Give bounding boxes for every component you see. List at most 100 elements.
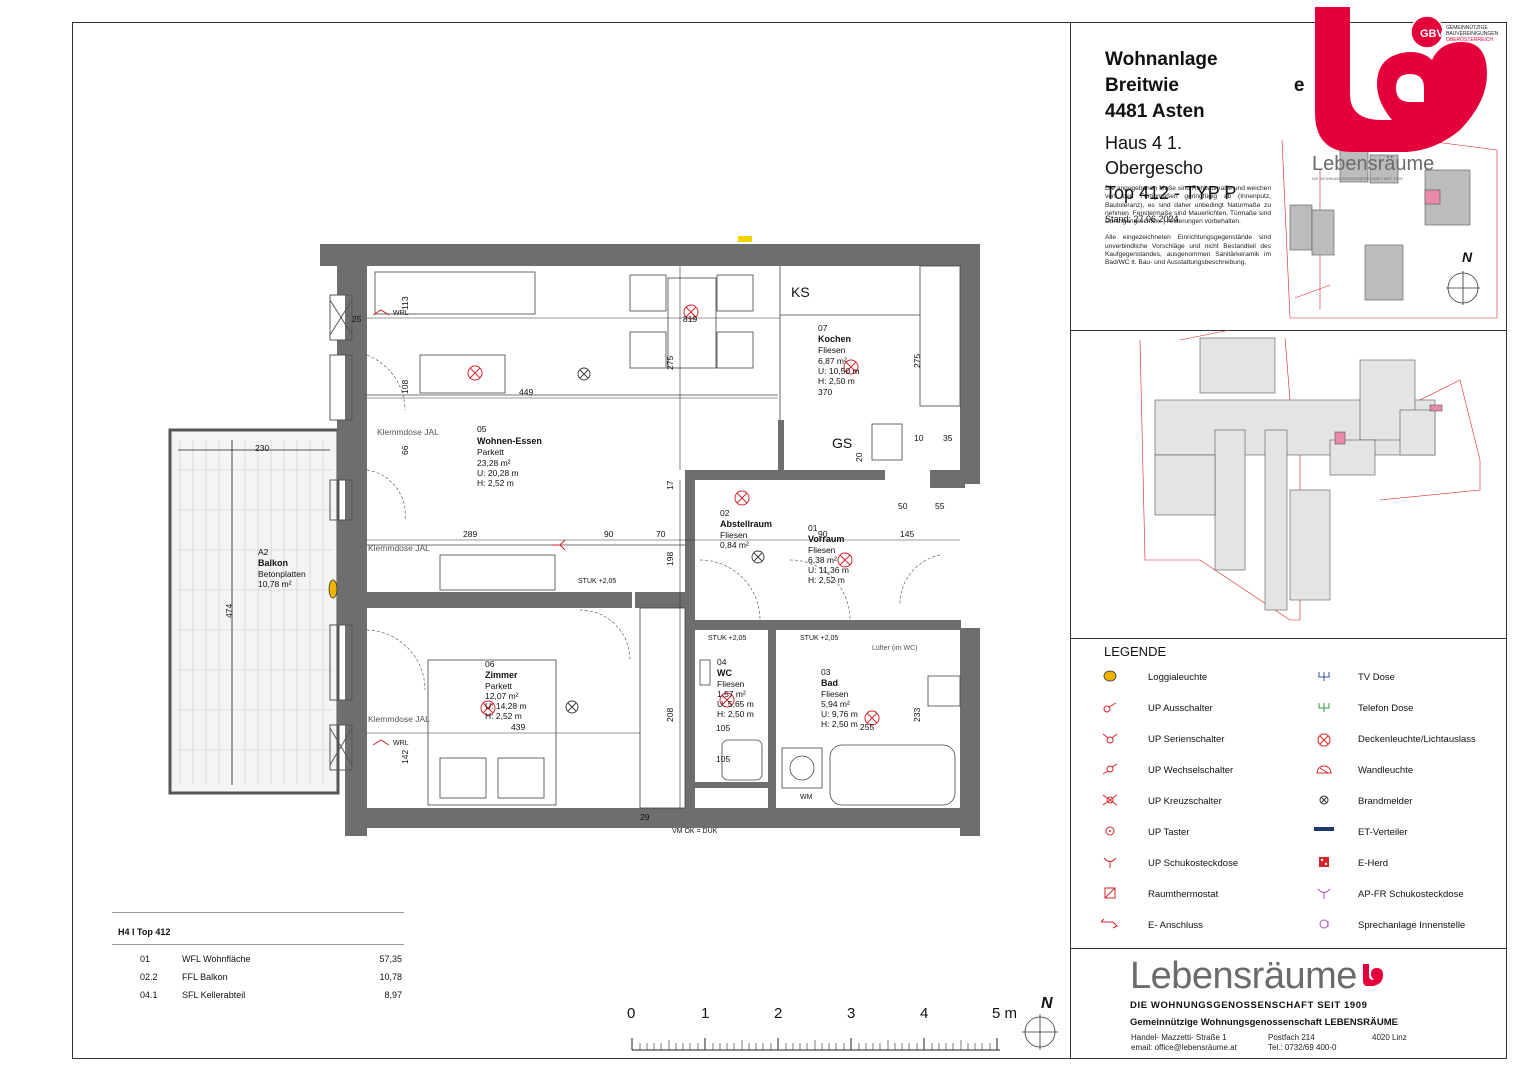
area-table-header: H4 I Top 412 bbox=[112, 912, 404, 945]
room-wohnen-floor: Parkett bbox=[477, 447, 505, 457]
room-kochen-area: 6,87 m² bbox=[818, 356, 847, 366]
dim-275a: 275 bbox=[665, 356, 675, 370]
room-zimmer-floor: Parkett bbox=[485, 681, 513, 691]
socket-icon bbox=[1098, 856, 1122, 870]
room-bad-floor: Fliesen bbox=[821, 689, 849, 699]
room-wohnen-num: 05 bbox=[477, 424, 487, 434]
dim-105b: 105 bbox=[716, 754, 730, 764]
label-klemmdose-2: Klemmdose JAL bbox=[368, 543, 430, 553]
lebensraeume-gbv-logo: GBV GEMEINNÜTZIGE BAUVEREINIGUNGEN OBERÖ… bbox=[1312, 7, 1499, 181]
dim-145: 145 bbox=[900, 529, 914, 539]
legend-raumthermostat: Raumthermostat bbox=[1098, 887, 1218, 901]
footer-city: 4020 Linz bbox=[1372, 1033, 1407, 1042]
brand-word-top: Lebensräume bbox=[1312, 153, 1434, 175]
room-balkon-num: A2 bbox=[258, 547, 269, 557]
legend-kreuzschalter: UP Kreuzschalter bbox=[1098, 794, 1222, 808]
room-wohnen-area: 23,28 m² bbox=[477, 458, 511, 468]
legend-label: UP Schukosteckdose bbox=[1148, 857, 1239, 869]
dim-233: 233 bbox=[912, 708, 922, 722]
room-bad-name: Bad bbox=[821, 678, 838, 688]
door-swings bbox=[366, 354, 941, 691]
room-bad-h: H: 2,50 m bbox=[821, 719, 858, 729]
two-way-switch-icon bbox=[1098, 763, 1122, 777]
room-wohnen-name: Wohnen-Essen bbox=[477, 436, 542, 446]
row-code: 04.1 bbox=[140, 990, 158, 1000]
gbv-org-line-3: OBERÖSTERREICH bbox=[1446, 36, 1493, 43]
legend-label: E-Herd bbox=[1358, 857, 1389, 869]
label-wrl-1: WRL bbox=[393, 310, 409, 317]
disclaimer-1: Die angegebenen Maße sind Rohbaumaße und… bbox=[1105, 185, 1271, 226]
tv-socket-icon bbox=[1312, 670, 1336, 684]
dim-90a: 90 bbox=[604, 529, 614, 539]
cross-switch-icon bbox=[1098, 794, 1122, 808]
project-city: 4481 Asten bbox=[1105, 101, 1205, 122]
brand-sub-top: DIE WOHNUNGSGENOSSENSCHAFT SEIT 1909 bbox=[1312, 176, 1403, 181]
room-balkon-name: Balkon bbox=[258, 558, 288, 568]
legend-label: Loggialeuchte bbox=[1148, 671, 1208, 683]
label-wm: WM bbox=[800, 794, 813, 801]
scale-tick-4: 4 bbox=[920, 1005, 928, 1022]
panel-divider-2 bbox=[1070, 638, 1507, 639]
dim-20: 20 bbox=[854, 452, 864, 462]
legend-loggialeuchte: Loggialeuchte bbox=[1098, 670, 1207, 684]
footer-brand-word: Lebensräume bbox=[1130, 955, 1357, 997]
key-plan bbox=[1139, 329, 1481, 621]
dim-255: 255 bbox=[860, 722, 874, 732]
dim-142: 142 bbox=[400, 750, 410, 764]
balcony-area bbox=[168, 428, 340, 795]
disclaimer-2: Alle eingezeichneten Einrichtungsgegenst… bbox=[1105, 234, 1271, 267]
footer-tel: Tel.: 0732/69 400-0 bbox=[1268, 1043, 1337, 1052]
footer-street: Handel- Mazzetti- Straße 1 bbox=[1131, 1033, 1227, 1042]
legend-label: UP Taster bbox=[1148, 826, 1190, 838]
brand-heart-icon bbox=[1362, 964, 1383, 986]
dim-474: 474 bbox=[224, 604, 234, 618]
scale-bar: 0 1 2 3 4 5 m N bbox=[627, 995, 1058, 1051]
dim-113: 113 bbox=[400, 296, 410, 310]
wall-light-icon bbox=[1312, 763, 1336, 777]
room-abstell-floor: Fliesen bbox=[720, 530, 748, 540]
footer-email: email: office@lebensräume.at bbox=[1131, 1043, 1237, 1052]
dim-370: 370 bbox=[818, 387, 832, 397]
legend-label: UP Ausschalter bbox=[1148, 702, 1213, 714]
dim-208: 208 bbox=[665, 708, 675, 722]
room-kochen-u: U: 10,50 m bbox=[818, 366, 860, 376]
dim-66: 66 bbox=[400, 445, 410, 455]
dim-70: 70 bbox=[656, 529, 666, 539]
distribution-board-icon bbox=[1312, 825, 1336, 839]
legend-label: Deckenleuchte/Lichtauslass bbox=[1358, 733, 1476, 745]
dim-108: 108 bbox=[400, 380, 410, 394]
footer-tagline: DIE WOHNUNGSGENOSSENSCHAFT SEIT 1909 bbox=[1130, 1000, 1368, 1011]
label-luefter: Lüfter (im WC) bbox=[872, 645, 918, 652]
gbv-org-line-2: BAUVEREINIGUNGEN bbox=[1446, 31, 1499, 37]
footer-postfach: Postfach 214 bbox=[1268, 1033, 1315, 1042]
project-name-part-1: Wohnanlage Breitwie bbox=[1105, 49, 1218, 96]
smoke-detector-icon bbox=[1312, 794, 1336, 808]
label-klemmdose-3: Klemmdose JAL bbox=[368, 714, 430, 724]
dim-10: 10 bbox=[914, 433, 924, 443]
legend-label: Raumthermostat bbox=[1148, 888, 1219, 900]
dim-35: 35 bbox=[943, 433, 953, 443]
row-code: 01 bbox=[140, 954, 151, 964]
row-code: 02.2 bbox=[140, 972, 158, 982]
thermostat-icon bbox=[1098, 887, 1122, 901]
site-compass-icon bbox=[1446, 271, 1480, 305]
smoke-detectors bbox=[565, 367, 765, 714]
row-label: SFL Kellerabteil bbox=[182, 990, 246, 1000]
dim-275b: 275 bbox=[912, 354, 922, 368]
legend-e-anschluss: E- Anschluss bbox=[1098, 918, 1203, 932]
plan-annotations: KS GS Klemmdose JAL Klemmdose JAL Klemmd… bbox=[224, 284, 953, 835]
outdoor-socket-icon bbox=[1312, 887, 1336, 901]
dim-449: 449 bbox=[519, 387, 533, 397]
room-balkon-floor: Betonplatten bbox=[258, 569, 306, 579]
room-wc-floor: Fliesen bbox=[717, 679, 745, 689]
legend-label: Telefon Dose bbox=[1358, 702, 1414, 714]
legend-telefon-dose: Telefon Dose bbox=[1312, 701, 1413, 715]
legend-label: TV Dose bbox=[1358, 671, 1395, 683]
panel-divider-1 bbox=[1070, 330, 1507, 331]
dim-17: 17 bbox=[665, 480, 675, 490]
legend-deckenleuchte: Deckenleuchte/Lichtauslass bbox=[1312, 732, 1476, 747]
label-stuk-3: STUK +2,05 bbox=[800, 635, 838, 642]
